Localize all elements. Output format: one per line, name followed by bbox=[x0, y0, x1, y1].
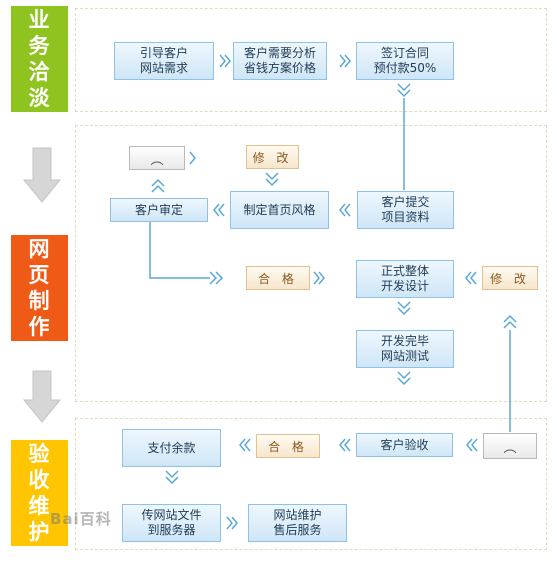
step-analyze-needs: 客户需要分析 省钱方案价格 bbox=[233, 42, 327, 80]
phase-down-arrow-1 bbox=[22, 147, 62, 203]
step-homepage-style: 制定首页风格 bbox=[230, 191, 329, 229]
phase-negotiate-label: 业 务 洽 淡 bbox=[11, 6, 68, 112]
step-guide-needs: 引导客户 网站需求 bbox=[114, 42, 214, 80]
step-full-development: 正式整体 开发设计 bbox=[356, 260, 454, 298]
step-upload-files: 传网站文件 到服务器 bbox=[122, 504, 221, 542]
unhappy-face-top: ︵ bbox=[129, 146, 185, 170]
step-sign-contract: 签订合同 预付款50% bbox=[356, 42, 454, 80]
step-submit-materials: 客户提交 项目资料 bbox=[357, 191, 454, 229]
watermark: Bai百科 bbox=[50, 510, 112, 528]
step-customer-acceptance: 客户验收 bbox=[356, 433, 453, 457]
step-customer-review: 客户审定 bbox=[110, 198, 208, 222]
phase-build-label: 网 页 制 作 bbox=[11, 235, 68, 341]
tag-modify-top: 修 改 bbox=[246, 145, 299, 169]
tag-pass-bottom: 合 格 bbox=[256, 434, 320, 458]
unhappy-face-bottom: ︵ bbox=[483, 433, 537, 459]
tag-pass-mid: 合 格 bbox=[246, 266, 310, 290]
step-dev-complete: 开发完毕 网站测试 bbox=[356, 330, 454, 368]
step-maintenance: 网站维护 售后服务 bbox=[248, 504, 347, 542]
step-pay-balance: 支付余款 bbox=[122, 429, 221, 467]
phase-down-arrow-2 bbox=[22, 370, 62, 423]
tag-modify-right: 修 改 bbox=[482, 266, 538, 290]
phase-accept-label: 验 收 维 护 bbox=[11, 440, 68, 546]
